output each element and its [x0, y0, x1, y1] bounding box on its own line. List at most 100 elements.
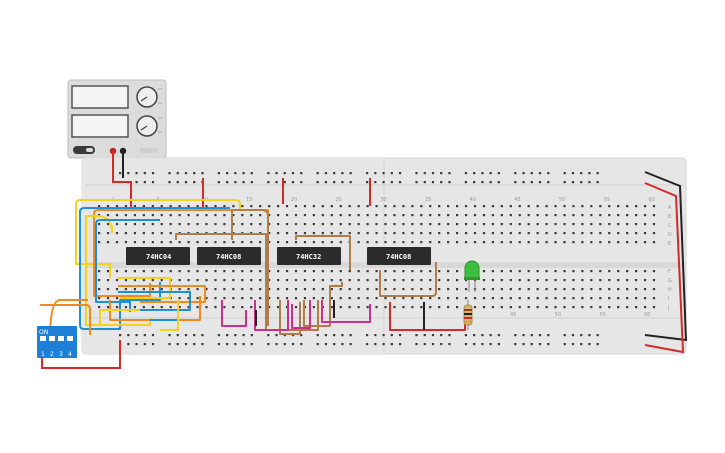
breadboard-hole[interactable] — [456, 214, 459, 217]
breadboard-hole[interactable] — [184, 334, 188, 337]
breadboard-hole[interactable] — [393, 214, 396, 217]
breadboard-hole[interactable] — [536, 205, 539, 208]
breadboard-hole[interactable] — [151, 270, 154, 273]
breadboard-hole[interactable] — [509, 297, 512, 300]
breadboard-hole[interactable] — [160, 241, 163, 244]
breadboard-hole[interactable] — [420, 270, 423, 273]
breadboard-hole[interactable] — [267, 181, 270, 184]
breadboard-hole[interactable] — [536, 232, 539, 235]
breadboard-hole[interactable] — [303, 279, 307, 282]
breadboard-hole[interactable] — [330, 270, 333, 273]
breadboard-hole[interactable] — [250, 172, 253, 175]
breadboard-hole[interactable] — [626, 214, 629, 217]
breadboard-hole[interactable] — [518, 232, 521, 235]
breadboard-hole[interactable] — [241, 306, 244, 309]
breadboard-hole[interactable] — [205, 214, 208, 217]
breadboard-hole[interactable] — [142, 205, 145, 208]
breadboard-hole[interactable] — [482, 223, 486, 226]
breadboard-hole[interactable] — [259, 205, 262, 208]
breadboard-hole[interactable] — [241, 270, 244, 273]
breadboard-hole[interactable] — [339, 223, 342, 226]
breadboard-hole[interactable] — [580, 172, 583, 175]
breadboard-hole[interactable] — [384, 297, 387, 300]
breadboard-hole[interactable] — [590, 205, 593, 208]
breadboard-hole[interactable] — [481, 343, 484, 346]
breadboard-hole[interactable] — [375, 288, 378, 291]
breadboard-hole[interactable] — [151, 343, 155, 346]
breadboard-hole[interactable] — [357, 288, 360, 291]
breadboard-hole[interactable] — [652, 232, 656, 235]
breadboard-hole[interactable] — [415, 181, 418, 184]
breadboard-hole[interactable] — [429, 232, 432, 235]
breadboard-hole[interactable] — [366, 288, 369, 291]
breadboard-hole[interactable] — [643, 270, 647, 273]
breadboard-hole[interactable] — [196, 297, 199, 300]
breadboard-hole[interactable] — [464, 288, 468, 291]
breadboard-hole[interactable] — [518, 205, 521, 208]
breadboard-hole[interactable] — [590, 306, 593, 309]
breadboard-hole[interactable] — [321, 288, 324, 291]
breadboard-hole[interactable] — [250, 205, 253, 208]
breadboard-hole[interactable] — [580, 334, 583, 337]
breadboard-hole[interactable] — [250, 297, 253, 300]
breadboard-hole[interactable] — [259, 279, 262, 282]
breadboard-hole[interactable] — [184, 343, 188, 346]
breadboard-hole[interactable] — [168, 181, 171, 184]
chip-74hc32[interactable]: 74HC32 — [277, 247, 341, 265]
breadboard-hole[interactable] — [643, 232, 647, 235]
breadboard-hole[interactable] — [500, 297, 503, 300]
breadboard-hole[interactable] — [643, 214, 647, 217]
breadboard-hole[interactable] — [581, 279, 584, 282]
breadboard-hole[interactable] — [617, 270, 620, 273]
breadboard-hole[interactable] — [124, 279, 128, 282]
breadboard-hole[interactable] — [530, 181, 533, 184]
breadboard-hole[interactable] — [491, 306, 494, 309]
breadboard-hole[interactable] — [250, 343, 253, 346]
breadboard-hole[interactable] — [324, 343, 328, 346]
breadboard-hole[interactable] — [214, 288, 217, 291]
breadboard-hole[interactable] — [143, 334, 146, 337]
breadboard-hole[interactable] — [572, 232, 575, 235]
breadboard-hole[interactable] — [588, 343, 591, 346]
breadboard-hole[interactable] — [491, 205, 494, 208]
breadboard-hole[interactable] — [402, 297, 405, 300]
breadboard-hole[interactable] — [473, 241, 477, 244]
breadboard-hole[interactable] — [232, 297, 235, 300]
breadboard-hole[interactable] — [438, 270, 441, 273]
breadboard-hole[interactable] — [415, 172, 418, 175]
breadboard-hole[interactable] — [187, 205, 190, 208]
breadboard-hole[interactable] — [300, 334, 303, 337]
breadboard-hole[interactable] — [398, 334, 402, 337]
breadboard-hole[interactable] — [509, 270, 512, 273]
breadboard-hole[interactable] — [124, 241, 128, 244]
breadboard-hole[interactable] — [491, 214, 494, 217]
breadboard-hole[interactable] — [527, 279, 530, 282]
breadboard-hole[interactable] — [643, 223, 647, 226]
breadboard-hole[interactable] — [382, 334, 385, 337]
breadboard-hole[interactable] — [357, 306, 360, 309]
breadboard-hole[interactable] — [357, 223, 360, 226]
breadboard-hole[interactable] — [563, 279, 566, 282]
breadboard-hole[interactable] — [285, 288, 289, 291]
breadboard-hole[interactable] — [142, 279, 145, 282]
breadboard-hole[interactable] — [438, 241, 441, 244]
breadboard-hole[interactable] — [285, 205, 289, 208]
breadboard-hole[interactable] — [411, 297, 414, 300]
breadboard-hole[interactable] — [402, 288, 405, 291]
breadboard-hole[interactable] — [411, 214, 414, 217]
breadboard-hole[interactable] — [563, 205, 566, 208]
breadboard-hole[interactable] — [348, 214, 351, 217]
breadboard-hole[interactable] — [554, 223, 557, 226]
breadboard-hole[interactable] — [514, 343, 517, 346]
breadboard-hole[interactable] — [530, 334, 533, 337]
breadboard-hole[interactable] — [635, 241, 638, 244]
breadboard-hole[interactable] — [448, 343, 451, 346]
breadboard-hole[interactable] — [429, 214, 432, 217]
breadboard-hole[interactable] — [366, 279, 369, 282]
breadboard-hole[interactable] — [545, 297, 548, 300]
breadboard-hole[interactable] — [316, 172, 319, 175]
breadboard-hole[interactable] — [142, 232, 145, 235]
breadboard-hole[interactable] — [348, 223, 351, 226]
breadboard-hole[interactable] — [375, 270, 378, 273]
breadboard-hole[interactable] — [536, 288, 539, 291]
